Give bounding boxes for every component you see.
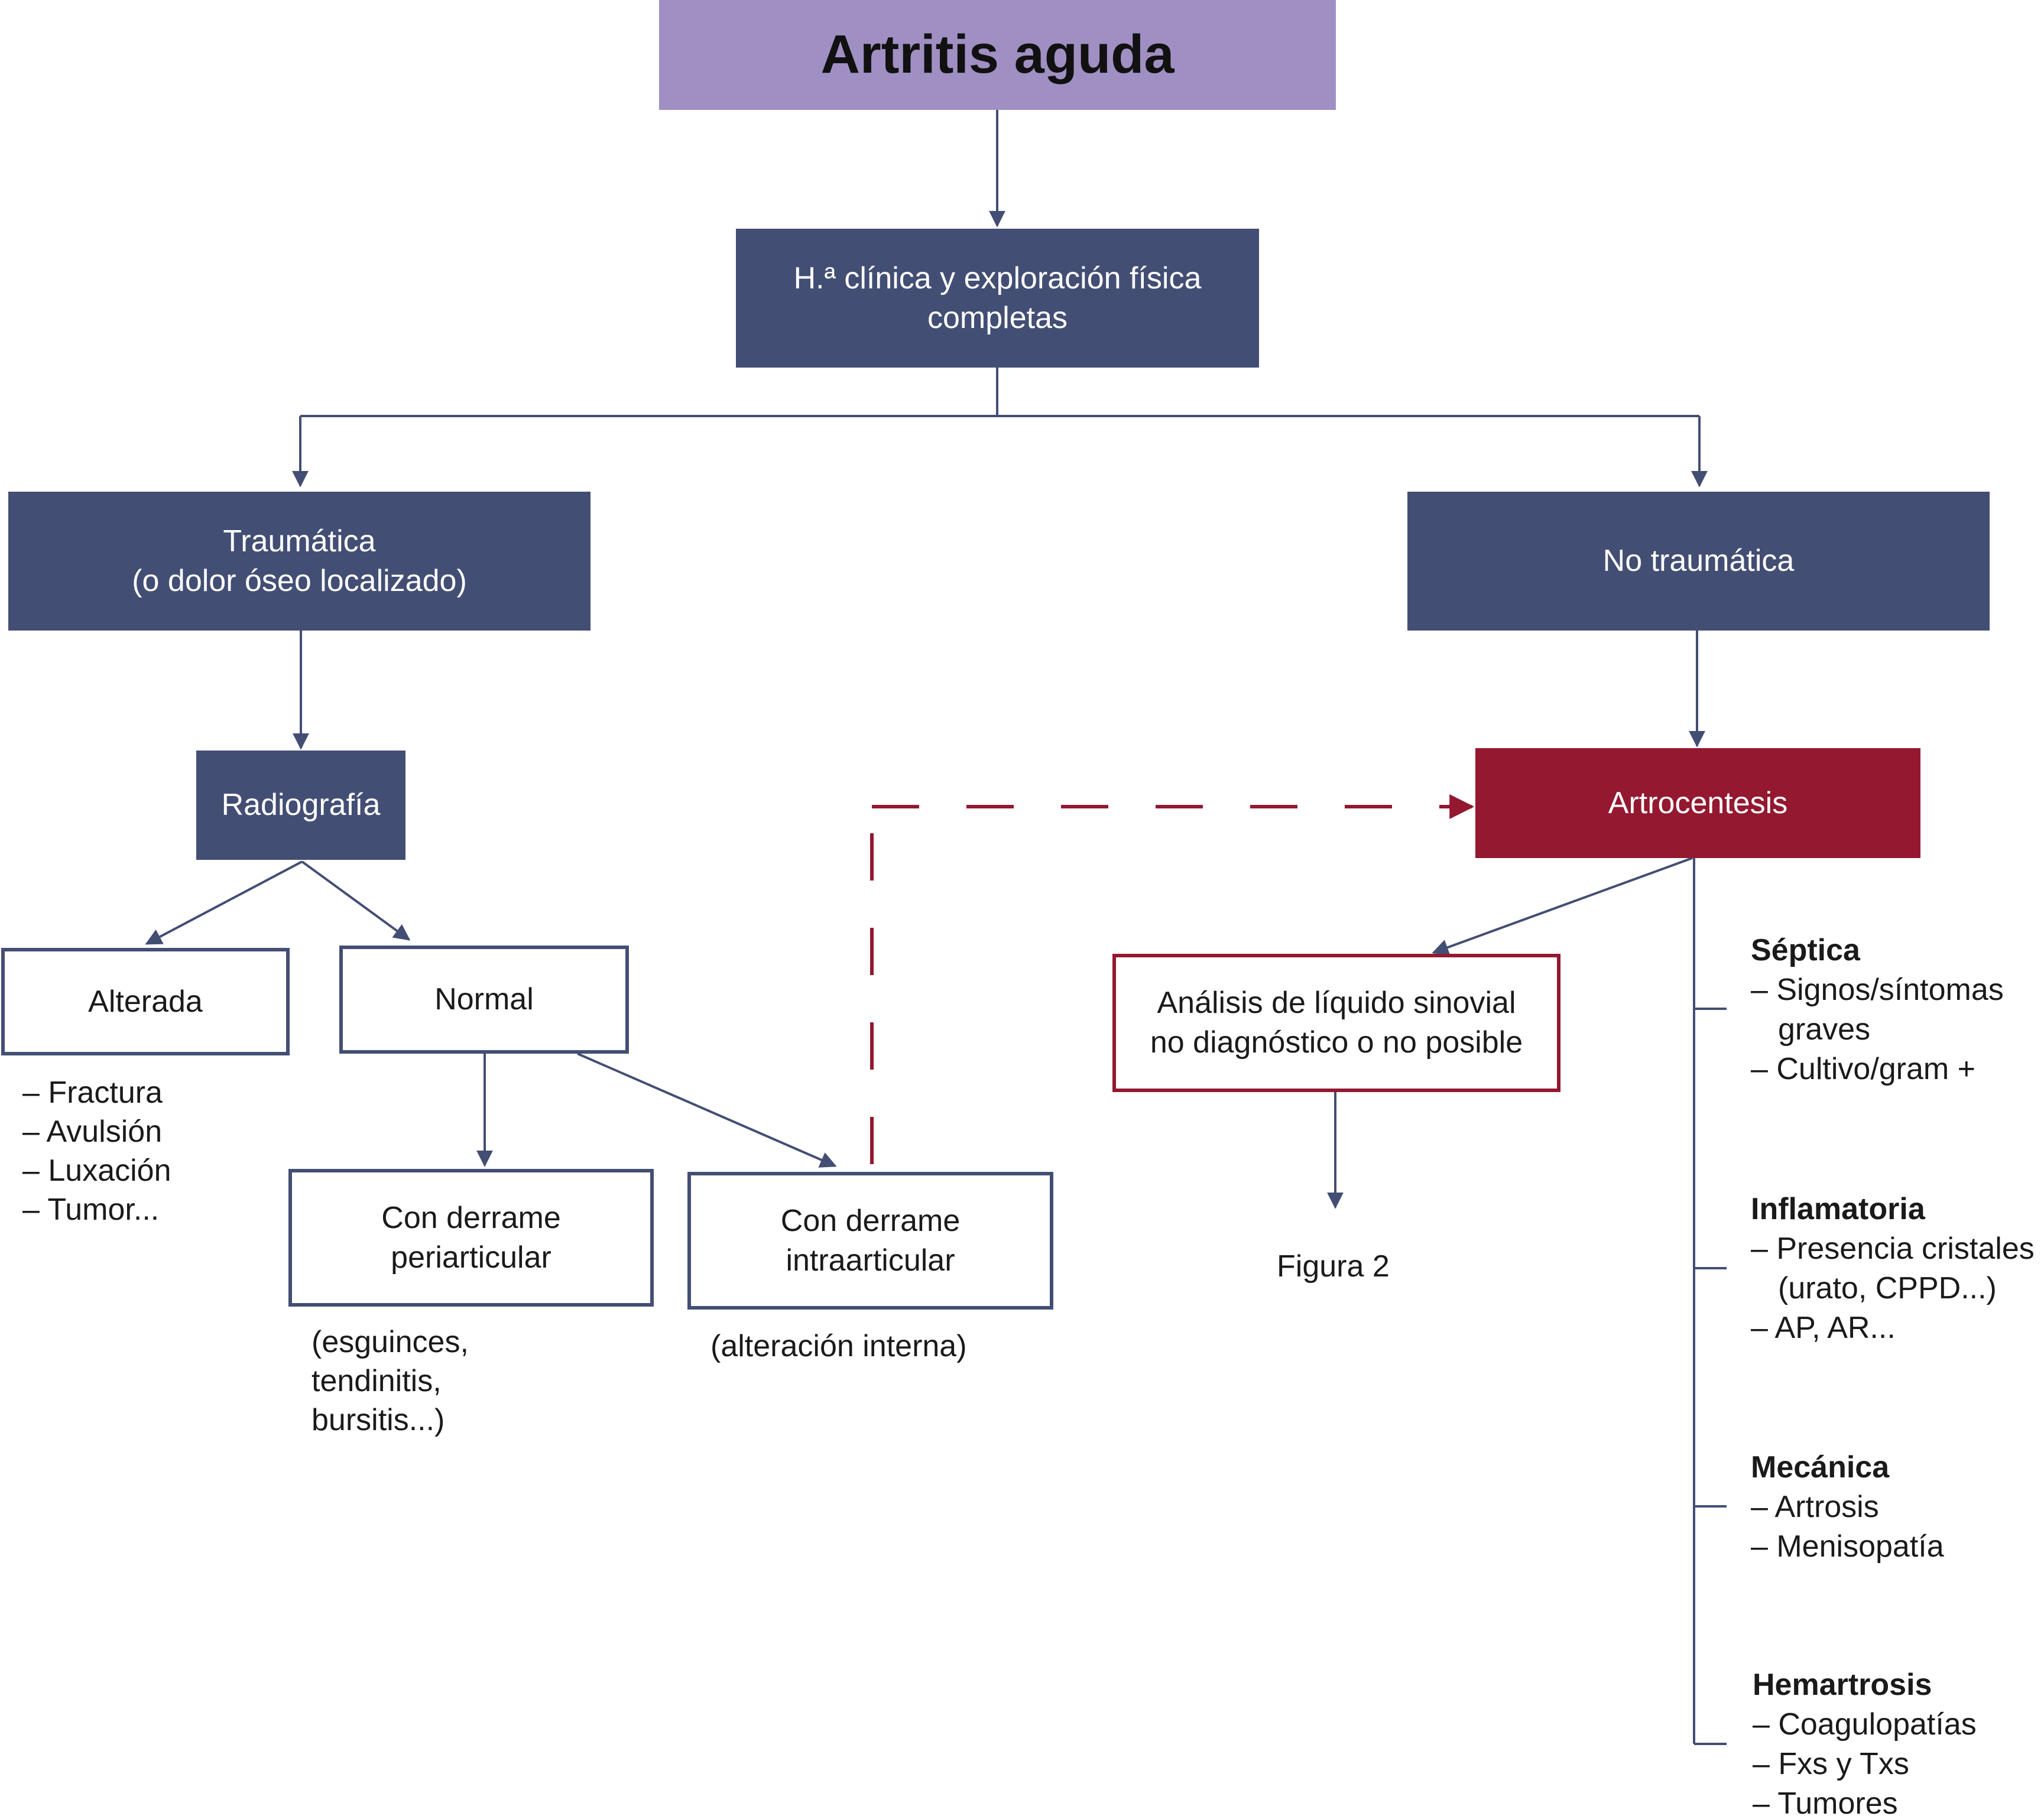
- category-item: – Menisopatía: [1751, 1529, 1944, 1564]
- category-item: – Signos/síntomas: [1751, 973, 2004, 1007]
- periarticular-box: Con derrame periarticular: [288, 1169, 654, 1307]
- arrow-normal-to-intraarticular: [577, 1052, 837, 1168]
- traumatic-box: Traumática (o dolor óseo localizado): [8, 492, 591, 631]
- normal-box-label: Normal: [434, 982, 534, 1017]
- category-item: – Fxs y Txs: [1753, 1747, 1909, 1781]
- history-box-line-1: H.ª clínica y exploración física: [793, 261, 1202, 295]
- periarticular-box-line-1: Con derrame: [381, 1200, 561, 1235]
- periarticular-note-line-2: tendinitis,: [312, 1364, 442, 1398]
- arrow-radiography-to-altered: [145, 860, 303, 945]
- altered-item-fracture: – Fractura: [22, 1076, 163, 1110]
- radiography-box-label: Radiografía: [221, 788, 381, 823]
- altered-findings-list: – Fractura – Avulsión – Luxación – Tumor…: [22, 1073, 171, 1229]
- non-traumatic-box: No traumática: [1407, 492, 1990, 631]
- history-box: H.ª clínica y exploración física complet…: [736, 229, 1259, 368]
- intraarticular-note: (alteración interna): [710, 1327, 967, 1366]
- category-item: – Tumores: [1753, 1786, 1898, 1816]
- category-hemartrosis: Hemartrosis – Coagulopatías – Fxs y Txs …: [1753, 1665, 1977, 1816]
- synovial-analysis-box: Análisis de líquido sinovial no diagnóst…: [1112, 954, 1560, 1092]
- category-item: – Artrosis: [1751, 1490, 1879, 1524]
- category-item: graves: [1778, 1012, 1871, 1047]
- intraarticular-box-line-2: intraarticular: [786, 1243, 955, 1278]
- category-inflamatoria: Inflamatoria – Presencia cristales (urat…: [1751, 1190, 2035, 1348]
- traumatic-box-line-2: (o dolor óseo localizado): [132, 563, 467, 598]
- title-box: Artritis aguda: [659, 0, 1336, 110]
- category-mecanica: Mecánica – Artrosis – Menisopatía: [1751, 1448, 1944, 1567]
- arrow-radiography-to-normal: [301, 860, 411, 941]
- non-traumatic-box-label: No traumática: [1602, 544, 1795, 579]
- figure-reference: Figura 2: [1277, 1247, 1390, 1286]
- page-title: Artritis aguda: [820, 24, 1175, 85]
- altered-item-tumor: – Tumor...: [22, 1193, 160, 1227]
- category-item: – Coagulopatías: [1753, 1707, 1977, 1742]
- traumatic-box-line-1: Traumática: [223, 524, 376, 558]
- category-title-inflamatoria: Inflamatoria: [1751, 1192, 1925, 1226]
- periarticular-box-line-2: periarticular: [391, 1240, 551, 1275]
- category-septica: Séptica – Signos/síntomas graves – Culti…: [1751, 931, 2004, 1089]
- periarticular-note: (esguinces, tendinitis, bursitis...): [312, 1323, 469, 1440]
- category-title-septica: Séptica: [1751, 933, 1860, 967]
- synovial-box-line-1: Análisis de líquido sinovial: [1157, 986, 1516, 1021]
- category-title-mecanica: Mecánica: [1751, 1450, 1890, 1484]
- history-box-line-2: completas: [927, 300, 1068, 335]
- periarticular-note-line-1: (esguinces,: [312, 1325, 469, 1359]
- intraarticular-note-text: (alteración interna): [710, 1329, 967, 1363]
- category-item: – Cultivo/gram +: [1751, 1052, 1976, 1086]
- altered-item-luxation: – Luxación: [22, 1154, 171, 1188]
- arthrocentesis-box-label: Artrocentesis: [1608, 785, 1788, 820]
- category-title-hemartrosis: Hemartrosis: [1753, 1668, 1932, 1702]
- arthrocentesis-box: Artrocentesis: [1475, 748, 1920, 858]
- altered-box-label: Alterada: [88, 984, 203, 1019]
- altered-box: Alterada: [1, 948, 290, 1055]
- category-item: – Presencia cristales: [1751, 1232, 2035, 1266]
- periarticular-note-line-3: bursitis...): [312, 1403, 445, 1437]
- radiography-box: Radiografía: [196, 751, 405, 860]
- category-item: – AP, AR...: [1751, 1311, 1896, 1345]
- category-item: (urato, CPPD...): [1778, 1271, 1997, 1305]
- intraarticular-box: Con derrame intraarticular: [687, 1172, 1053, 1310]
- synovial-box-line-2: no diagnóstico o no posible: [1150, 1025, 1523, 1060]
- intraarticular-box-line-1: Con derrame: [780, 1203, 961, 1238]
- arrow-arthrocentesis-to-synovial: [1432, 857, 1693, 956]
- figure-reference-text: Figura 2: [1277, 1249, 1390, 1284]
- normal-box: Normal: [339, 946, 629, 1054]
- altered-item-avulsion: – Avulsión: [22, 1115, 163, 1149]
